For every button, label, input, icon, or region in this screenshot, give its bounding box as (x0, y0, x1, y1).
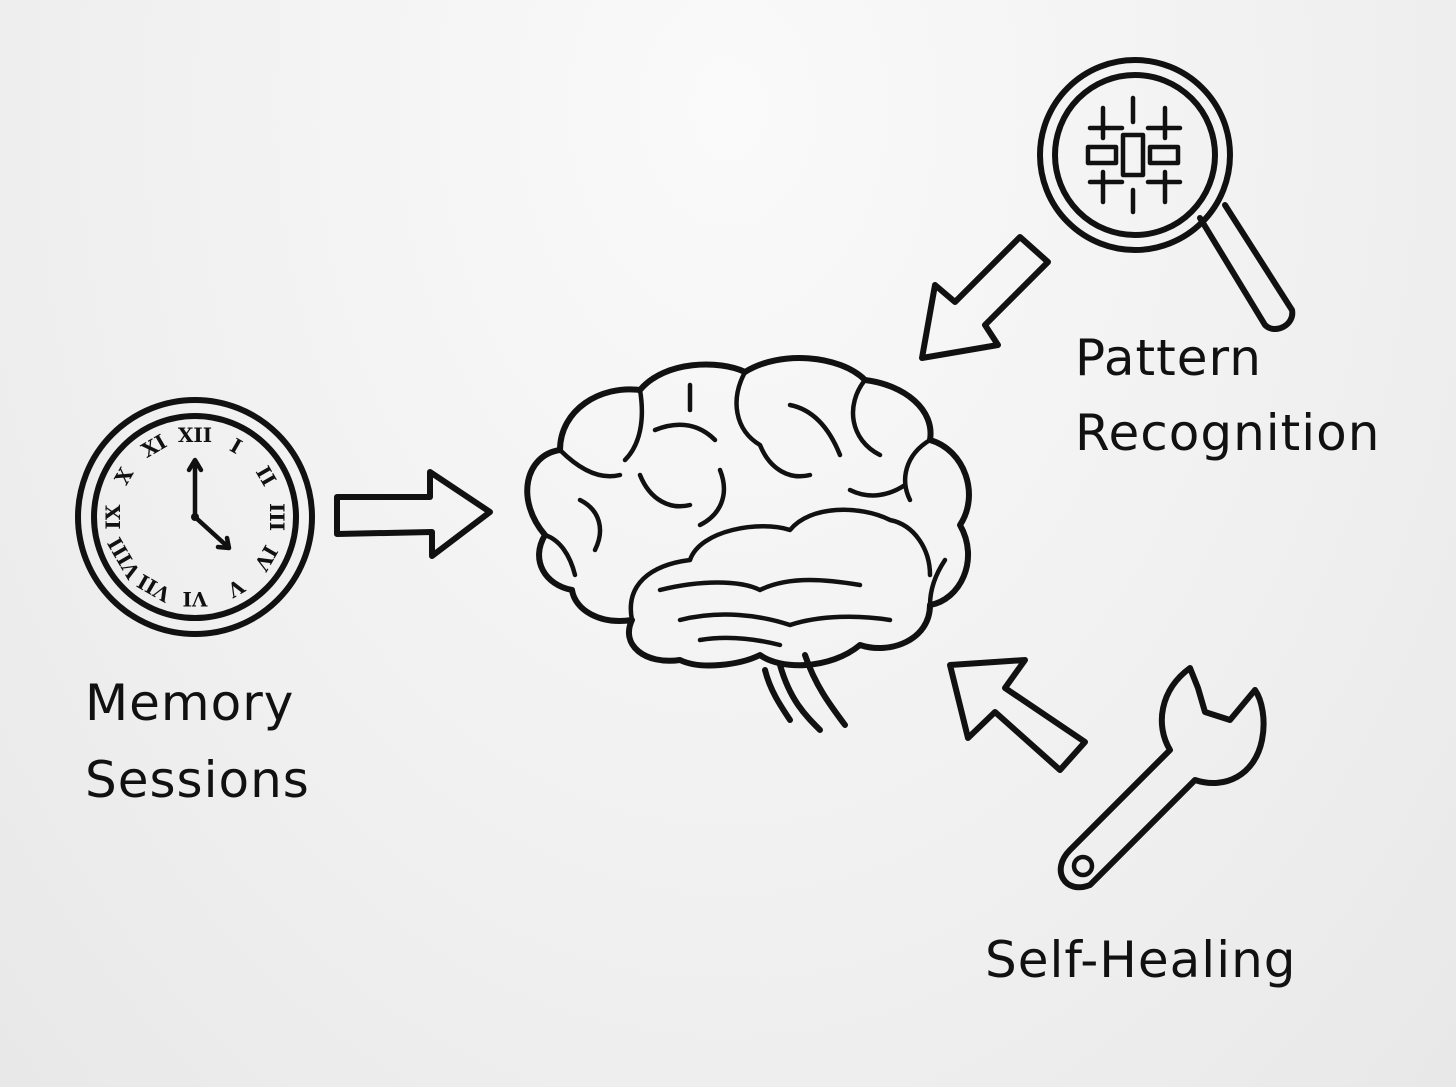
clock-numeral: VI (183, 587, 209, 611)
clock-numeral: III (265, 503, 289, 531)
clock-numeral: I (226, 433, 246, 458)
label-pattern-line2: Recognition (1075, 404, 1381, 462)
label-memory-line1: Memory (85, 674, 295, 732)
clock-numeral: V (223, 573, 250, 602)
brain-icon (524, 355, 972, 733)
arrow-healing-to-brain (947, 657, 1088, 773)
clock-numeral: X (110, 463, 139, 489)
arrow-memory-to-brain (334, 469, 493, 559)
magnifier-icon (1037, 57, 1296, 332)
clock-numeral: VIII (103, 533, 146, 584)
label-pattern-line1: Pattern (1075, 329, 1262, 387)
arrow-pattern-to-brain (919, 234, 1051, 361)
label-memory-line2: Sessions (85, 751, 310, 809)
clock-numeral: IX (101, 504, 125, 529)
clock-numeral: II (251, 462, 281, 490)
label-self-healing: Self-Healing (985, 931, 1297, 989)
wrench-icon (1057, 665, 1267, 891)
clock-numeral: XII (178, 423, 212, 447)
